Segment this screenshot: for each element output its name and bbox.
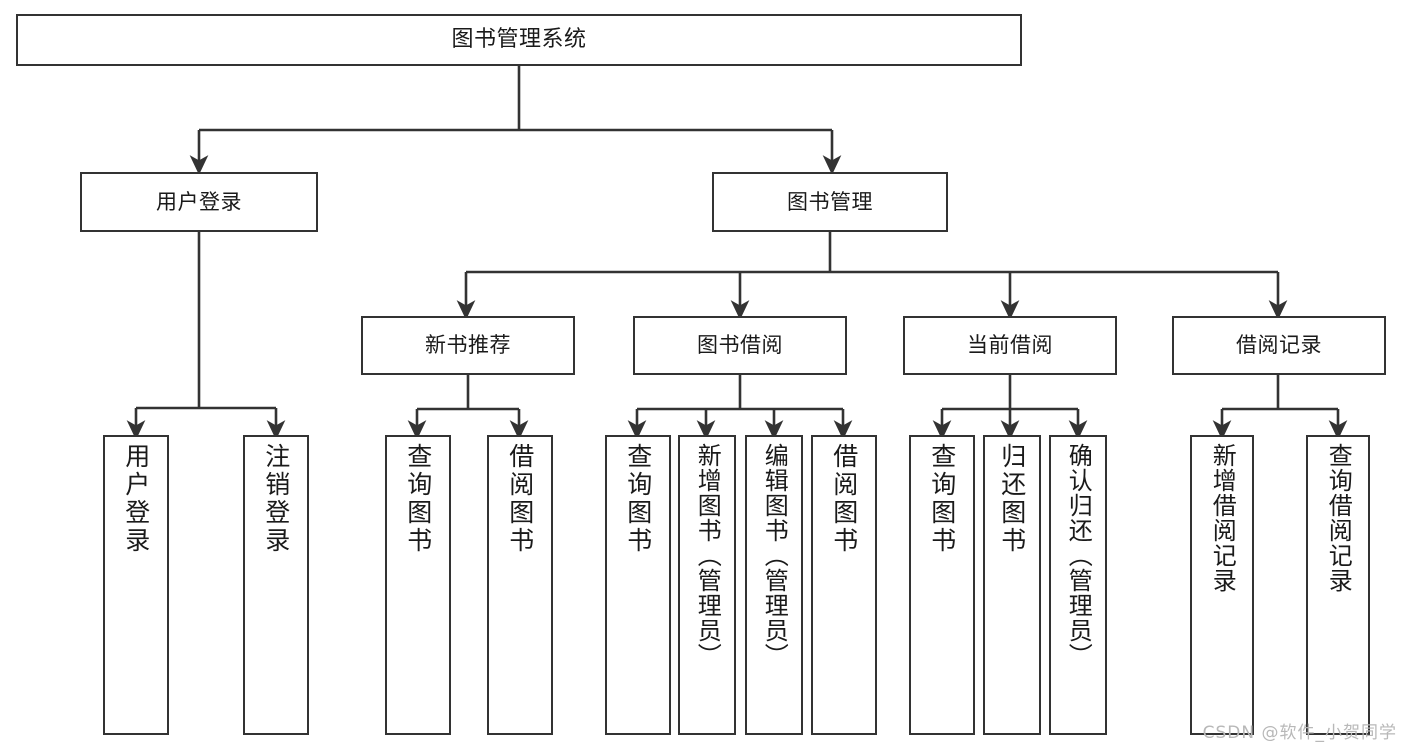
node-book-manage[interactable]: 图书管理 bbox=[712, 172, 948, 232]
node-label: 查询图书 bbox=[623, 443, 653, 555]
node-leaf-return-books[interactable]: 归还图书 bbox=[983, 435, 1041, 735]
node-leaf-logout[interactable]: 注销登录 bbox=[243, 435, 309, 735]
node-label: 借阅记录 bbox=[1236, 333, 1322, 358]
node-leaf-borrow-books-rec[interactable]: 借阅图书 bbox=[487, 435, 553, 735]
node-leaf-user-login[interactable]: 用户登录 bbox=[103, 435, 169, 735]
node-label: 用户登录 bbox=[156, 189, 242, 214]
node-new-book-recommendation[interactable]: 新书推荐 bbox=[361, 316, 575, 375]
node-label: 归还图书 bbox=[997, 443, 1027, 555]
node-borrow-record[interactable]: 借阅记录 bbox=[1172, 316, 1386, 375]
node-label: 借阅图书 bbox=[505, 443, 535, 555]
node-label: 图书管理系统 bbox=[451, 27, 587, 53]
node-label: 编辑图书（管理员） bbox=[760, 443, 789, 668]
node-label: 查询借阅记录 bbox=[1324, 443, 1353, 593]
node-leaf-query-books-current[interactable]: 查询图书 bbox=[909, 435, 975, 735]
node-root[interactable]: 图书管理系统 bbox=[16, 14, 1022, 66]
node-book-borrow[interactable]: 图书借阅 bbox=[633, 316, 847, 375]
node-label: 查询图书 bbox=[927, 443, 957, 555]
node-label: 注销登录 bbox=[261, 443, 291, 555]
node-label: 用户登录 bbox=[121, 443, 151, 555]
node-leaf-query-books-borrow[interactable]: 查询图书 bbox=[605, 435, 671, 735]
node-label: 新增图书（管理员） bbox=[693, 443, 722, 668]
node-label: 图书管理 bbox=[787, 189, 873, 214]
node-leaf-query-borrow-record[interactable]: 查询借阅记录 bbox=[1306, 435, 1370, 735]
node-label: 新书推荐 bbox=[425, 333, 511, 358]
node-label: 新增借阅记录 bbox=[1208, 443, 1237, 593]
node-label: 确认归还（管理员） bbox=[1064, 443, 1093, 668]
node-leaf-borrow-books[interactable]: 借阅图书 bbox=[811, 435, 877, 735]
node-leaf-query-books-rec[interactable]: 查询图书 bbox=[385, 435, 451, 735]
csdn-watermark: CSDN @软件_小贺同学 bbox=[1202, 723, 1397, 743]
node-current-borrow[interactable]: 当前借阅 bbox=[903, 316, 1117, 375]
node-leaf-add-borrow-record[interactable]: 新增借阅记录 bbox=[1190, 435, 1254, 735]
node-label: 图书借阅 bbox=[697, 333, 783, 358]
node-leaf-add-book-admin[interactable]: 新增图书（管理员） bbox=[678, 435, 736, 735]
node-user-login[interactable]: 用户登录 bbox=[80, 172, 318, 232]
node-label: 借阅图书 bbox=[829, 443, 859, 555]
node-label: 当前借阅 bbox=[967, 333, 1053, 358]
node-leaf-edit-book-admin[interactable]: 编辑图书（管理员） bbox=[745, 435, 803, 735]
node-leaf-confirm-return-admin[interactable]: 确认归还（管理员） bbox=[1049, 435, 1107, 735]
node-label: 查询图书 bbox=[403, 443, 433, 555]
